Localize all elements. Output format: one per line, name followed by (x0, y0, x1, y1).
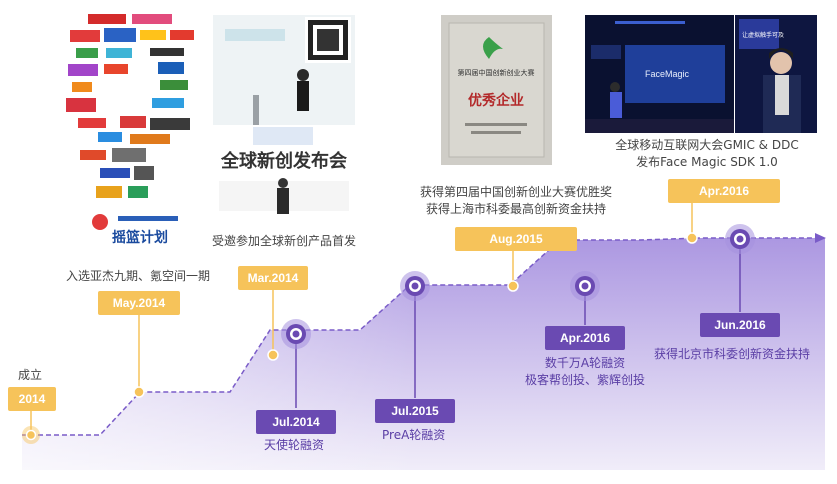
badge-may2014: May.2014 (98, 291, 180, 315)
caption-jul2014: 天使轮融资 (264, 438, 325, 452)
award-plaque-text: 优秀企业 (468, 92, 524, 109)
caption-aug2015: 获得第四届中国创新创业大赛优胜奖 获得上海市科委最高创新资金扶持 (408, 184, 624, 218)
gmic-screen-text: FaceMagic (645, 69, 690, 79)
node-jul2014 (281, 319, 311, 349)
badge-2014: 2014 (8, 387, 56, 411)
caption-apr2016-a-line1: 数千万A轮融资 (544, 356, 626, 370)
badge-jul2015: Jul.2015 (375, 399, 455, 423)
logo-collage: 摇篮计划 (66, 14, 194, 245)
timeline-arrow-head (815, 233, 826, 243)
dot-apr2016-b (686, 232, 698, 244)
caption-mar2014: 受邀参加全球新创产品首发 (212, 234, 357, 248)
award-title-text: 第四届中国创新创业大赛 (458, 68, 535, 77)
dot-mar2014 (267, 349, 279, 361)
badge-apr2016-b: Apr.2016 (668, 179, 780, 203)
logos-label: 摇篮计划 (112, 229, 168, 245)
launch-stage: 全球新创发布会 (213, 15, 355, 215)
caption-apr2016-a: 数千万A轮融资 极客帮创投、紫辉创投 (515, 355, 655, 389)
dot-2014-core (25, 429, 37, 441)
award-plaque: 第四届中国创新创业大赛 优秀企业 (441, 15, 552, 165)
dot-may2014 (133, 386, 145, 398)
caption-aug2015-line2: 获得上海市科委最高创新资金扶持 (425, 202, 606, 216)
node-jul2015 (400, 271, 430, 301)
gmic-slide-text: 让虚拟触手可及 (742, 31, 784, 39)
node-jun2016 (725, 224, 755, 254)
photo-gmic-speaker: 让虚拟触手可及 (735, 15, 817, 133)
gmic-speaker: 让虚拟触手可及 (735, 15, 817, 133)
caption-jul2015: PreA轮融资 (382, 428, 446, 442)
caption-apr2016-b-line2: 发布Face Magic SDK 1.0 (636, 155, 778, 169)
caption-apr2016-b: 全球移动互联网大会GMIC & DDC 发布Face Magic SDK 1.0 (604, 137, 810, 171)
growth-line (22, 237, 815, 436)
badge-jun2016: Jun.2016 (700, 313, 780, 337)
badge-jul2014: Jul.2014 (256, 410, 336, 434)
photo-award-plaque: 第四届中国创新创业大赛 优秀企业 (441, 15, 552, 165)
photo-global-launch: 全球新创发布会 (213, 15, 355, 215)
photo-partner-logos: 摇篮计划 (60, 10, 200, 250)
badge-apr2016-a: Apr.2016 (545, 326, 625, 350)
caption-aug2015-line1: 获得第四届中国创新创业大赛优胜奖 (419, 185, 612, 199)
caption-apr2016-a-line2: 极客帮创投、紫辉创投 (524, 373, 645, 387)
dot-aug2015 (507, 280, 519, 292)
photo-gmic-stage: FaceMagic (585, 15, 734, 133)
node-apr2016 (570, 271, 600, 301)
launch-banner-text: 全球新创发布会 (220, 150, 347, 171)
gmic-stage: FaceMagic (585, 15, 734, 133)
caption-may2014: 入选亚杰九期、氪空间一期 (66, 269, 211, 283)
badge-mar2014: Mar.2014 (238, 266, 308, 290)
caption-apr2016-b-line1: 全球移动互联网大会GMIC & DDC (615, 138, 799, 152)
caption-jun2016: 获得北京市科委创新资金扶持 (654, 347, 811, 361)
growth-area-fade (22, 238, 825, 470)
badge-aug2015: Aug.2015 (455, 227, 577, 251)
caption-2014: 成立 (18, 368, 43, 382)
